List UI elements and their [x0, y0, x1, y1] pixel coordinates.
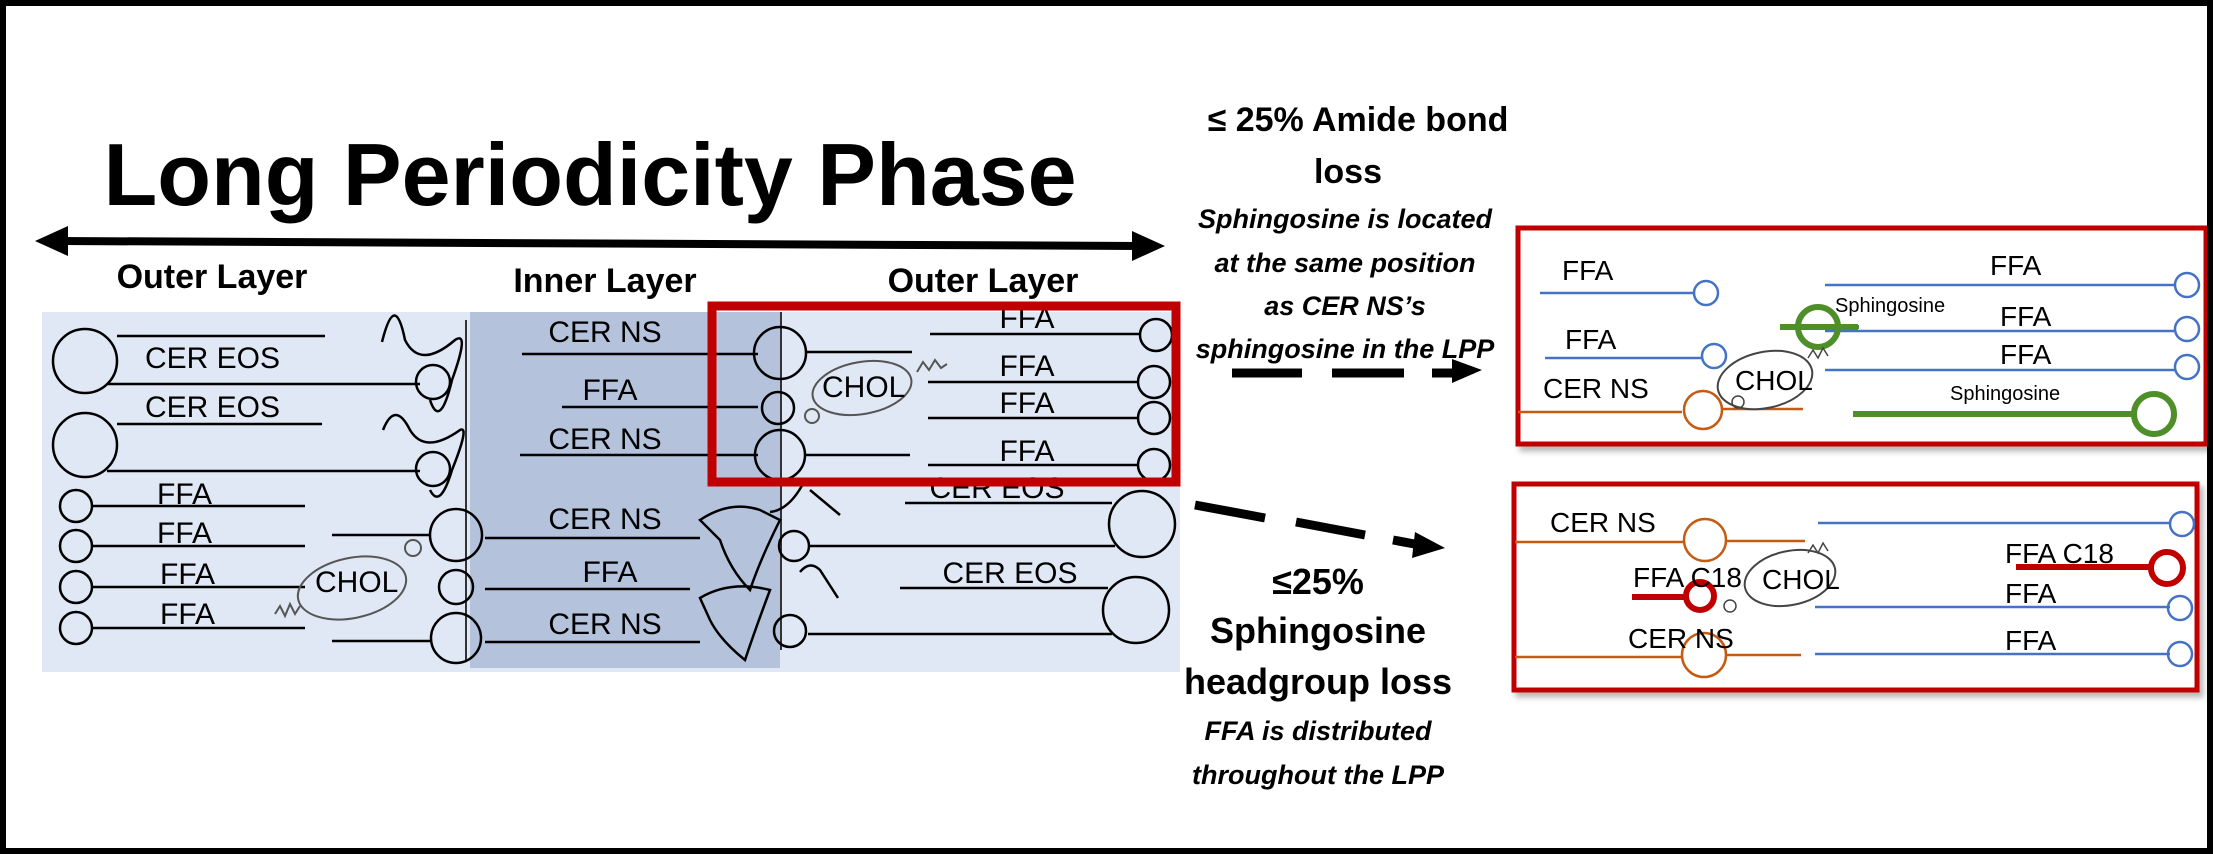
chol-ring-left: [296, 555, 408, 621]
dashed-arrow-headgroup: [1194, 500, 1445, 558]
label-ffa: FFA: [2005, 625, 2057, 656]
left-outer-lipids: [51, 314, 484, 665]
lpp-span-double-arrow: [35, 226, 1165, 261]
label-ffa: FFA: [1562, 255, 1614, 286]
label-chol: CHOL: [1762, 564, 1840, 595]
amide-caption-line: as CER NS’s: [1264, 291, 1426, 321]
headgroup-heading: headgroup loss: [1184, 661, 1452, 702]
amide-heading-2: loss: [1314, 153, 1382, 191]
label-ffa: FFA: [582, 374, 637, 407]
dashed-arrow-amide: [1232, 359, 1482, 383]
diagram-svg: Long Periodicity Phase Outer Layer Inner…: [35, 101, 2207, 790]
label-ffa: FFA: [999, 435, 1054, 468]
chol-tail-left: [274, 601, 301, 619]
chol-tail-right: [916, 358, 948, 373]
headgroup-caption-line: FFA is distributed: [1204, 716, 1432, 746]
label-cer-ns: CER NS: [548, 608, 661, 641]
label-ffa: FFA: [582, 556, 637, 589]
label-cer-eos: CER EOS: [929, 472, 1064, 505]
label-chol: CHOL: [315, 566, 398, 599]
chol-oh-right: [804, 408, 820, 424]
amide-caption-line: at the same position: [1214, 248, 1475, 278]
label-ffa: FFA: [160, 598, 215, 631]
label-cer-eos: CER EOS: [942, 557, 1077, 590]
headgroup-loss-panel: CER NS FFA C18 CHOL CER NS FFA C18 FFA F…: [1511, 481, 2200, 693]
label-cer-eos: CER EOS: [145, 342, 280, 375]
highlight-box: [707, 301, 1181, 487]
amide-caption-line: Sphingosine is located: [1198, 204, 1493, 234]
headgroup-heading: Sphingosine: [1210, 610, 1426, 651]
label-cer-ns: CER NS: [548, 316, 661, 349]
chol-ring-right: [811, 359, 913, 417]
label-chol: CHOL: [1735, 365, 1813, 396]
label-ffa: FFA: [157, 517, 212, 550]
label-ffa: FFA: [999, 350, 1054, 383]
label-cer-ns: CER NS: [1550, 507, 1656, 538]
figure-canvas: Long Periodicity Phase Outer Layer Inner…: [6, 6, 2207, 848]
layer-label-outer-left: Outer Layer: [117, 258, 308, 296]
amide-heading: ≤ 25% Amide bond: [1208, 101, 1509, 139]
label-ffa-c18: FFA C18: [1633, 562, 1742, 593]
label-cer-ns: CER NS: [548, 503, 661, 536]
label-chol: CHOL: [822, 371, 905, 404]
label-ffa: FFA: [157, 478, 212, 511]
inner-layer-background: [470, 312, 780, 668]
label-ffa: FFA: [2000, 339, 2052, 370]
headgroup-heading: ≤25%: [1272, 561, 1364, 602]
label-ffa: FFA: [1990, 250, 2042, 281]
label-cer-eos: CER EOS: [145, 391, 280, 424]
figure-title: Long Periodicity Phase: [103, 125, 1076, 224]
layer-label-outer-right: Outer Layer: [888, 262, 1079, 300]
label-cer-ns: CER NS: [1628, 623, 1734, 654]
chol-oh-left: [404, 539, 422, 557]
right-outer-lipids: [752, 317, 1177, 649]
headgroup-caption-line: throughout the LPP: [1192, 760, 1445, 790]
label-ffa: FFA: [2005, 578, 2057, 609]
label-ffa: FFA: [2000, 301, 2052, 332]
label-ffa-c18: FFA C18: [2005, 538, 2114, 569]
layer-label-inner: Inner Layer: [513, 262, 696, 300]
amide-caption-line: sphingosine in the LPP: [1196, 334, 1496, 364]
label-sphingosine: Sphingosine: [1835, 295, 1945, 317]
inner-layer-lipids: [485, 352, 782, 663]
label-sphingosine: Sphingosine: [1950, 383, 2060, 405]
label-ffa: FFA: [999, 387, 1054, 420]
label-ffa: FFA: [1565, 324, 1617, 355]
label-cer-ns: CER NS: [548, 423, 661, 456]
amide-loss-panel: FFA FFA CER NS Sphingosine CHOL FFA FFA …: [1515, 225, 2207, 447]
label-ffa: FFA: [160, 558, 215, 591]
cer-eos-headgroup: [51, 327, 119, 395]
label-cer-ns: CER NS: [1543, 373, 1649, 404]
